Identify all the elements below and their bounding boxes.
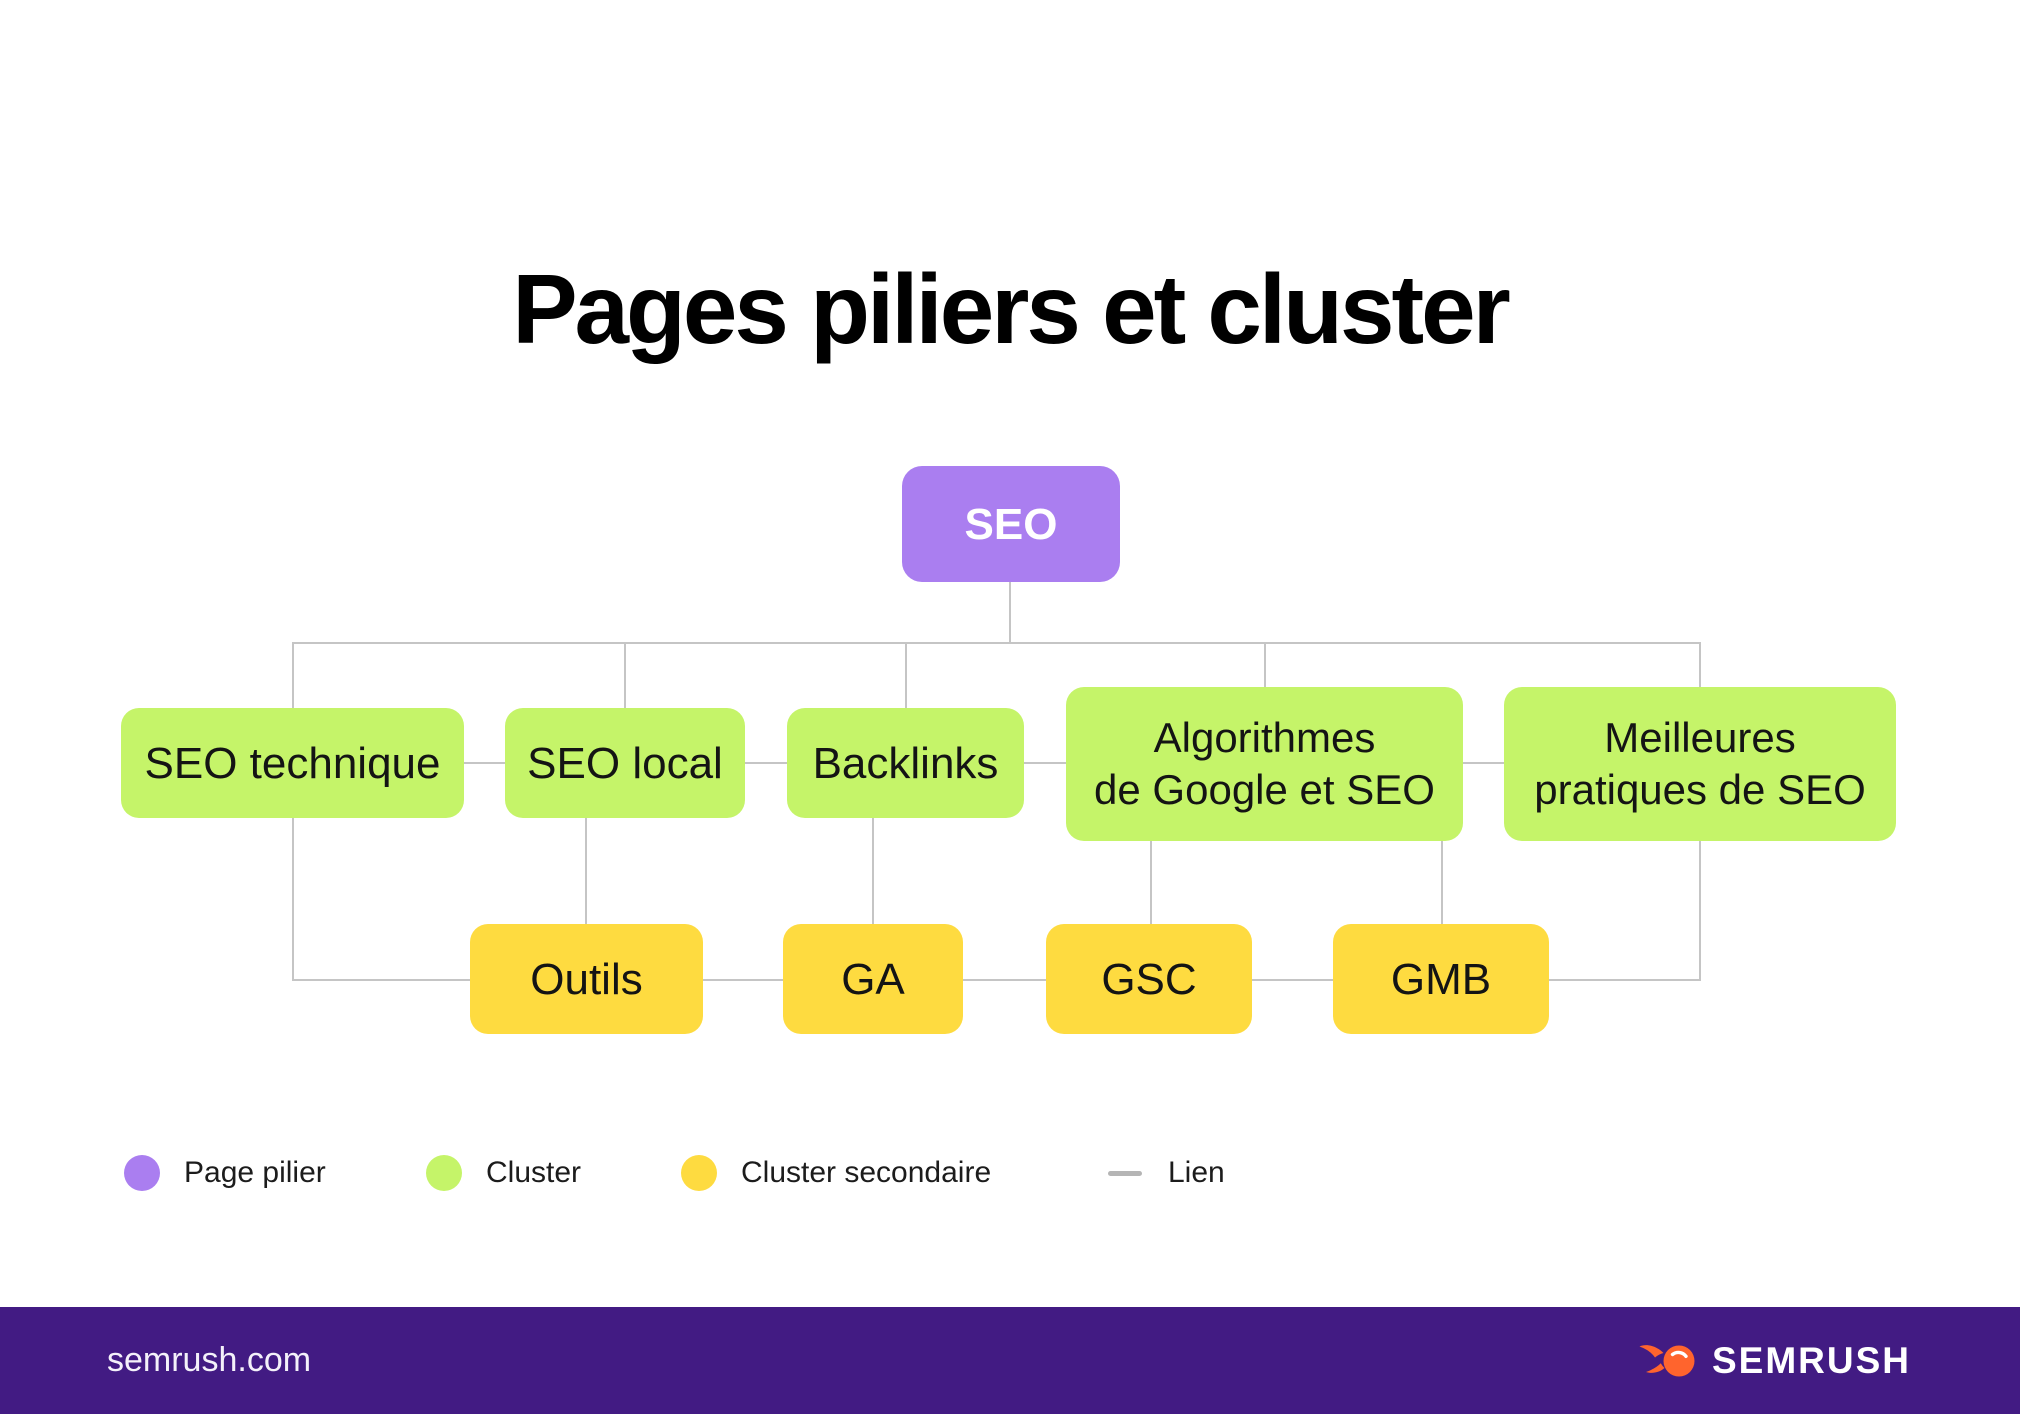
node-meilleures-pratiques-seo: Meilleures pratiques de SEO xyxy=(1504,687,1896,841)
connector-top-bus xyxy=(292,642,1701,644)
page-title: Pages piliers et cluster xyxy=(512,254,1511,364)
legend-swatch-page-pilier xyxy=(124,1155,160,1191)
connector-seo-local-to-outils xyxy=(585,817,587,927)
node-seo-technique-label: SEO technique xyxy=(144,738,441,788)
node-seo-local-label: SEO local xyxy=(527,738,723,788)
node-seo-local: SEO local xyxy=(505,708,745,818)
node-meilleures-label-line2: pratiques de SEO xyxy=(1534,766,1866,813)
footer-site-url: semrush.com xyxy=(107,1341,312,1379)
node-ga-label: GA xyxy=(841,954,905,1004)
connector-drop-seo-local xyxy=(624,644,626,709)
connector-meilleures-to-bottom-bus xyxy=(1699,840,1701,981)
node-ga: GA xyxy=(783,924,963,1034)
legend-item-page-pilier: Page pilier xyxy=(124,1155,326,1191)
connector-algorithmes-to-gsc xyxy=(1150,840,1152,927)
connector-drop-meilleures xyxy=(1699,644,1701,688)
legend-label-cluster-secondaire: Cluster secondaire xyxy=(741,1156,992,1189)
connector-drop-algorithmes xyxy=(1264,644,1266,688)
node-gmb-label: GMB xyxy=(1390,954,1492,1004)
node-gsc-label: GSC xyxy=(1101,954,1197,1004)
node-gsc: GSC xyxy=(1046,924,1252,1034)
semrush-wordmark: SEMRUSH xyxy=(1711,1339,1911,1381)
node-gmb: GMB xyxy=(1333,924,1549,1034)
legend-swatch-cluster xyxy=(426,1155,462,1191)
legend-item-cluster-secondaire: Cluster secondaire xyxy=(681,1155,991,1191)
semrush-logo: SEMRUSH xyxy=(1639,1307,1911,1414)
node-seo-technique: SEO technique xyxy=(121,708,464,818)
node-algorithmes-label-line1: Algorithmes xyxy=(1153,713,1376,761)
legend-swatch-lien xyxy=(1108,1170,1142,1176)
footer-bar: semrush.com SEMRUSH xyxy=(0,1307,2020,1414)
node-outils: Outils xyxy=(470,924,703,1034)
node-outils-label: Outils xyxy=(530,954,643,1004)
connector-backlinks-to-ga xyxy=(872,817,874,927)
connector-drop-seo-technique xyxy=(292,644,294,709)
node-seo: SEO xyxy=(902,466,1120,582)
node-algorithmes-label-line2: de Google et SEO xyxy=(1094,766,1435,813)
legend-item-lien: Lien xyxy=(1108,1155,1225,1191)
connector-bottom-bus xyxy=(292,979,1701,981)
node-seo-label: SEO xyxy=(964,499,1058,549)
connector-algorithmes-to-gmb xyxy=(1441,840,1443,927)
connector-root-drop xyxy=(1009,582,1011,644)
node-backlinks: Backlinks xyxy=(787,708,1024,818)
legend: Page pilier Cluster Cluster secondaire L… xyxy=(0,1155,2020,1191)
legend-item-cluster: Cluster xyxy=(426,1155,581,1191)
node-algorithmes-google-seo: Algorithmes de Google et SEO xyxy=(1066,687,1463,841)
node-backlinks-label: Backlinks xyxy=(812,738,999,788)
connector-drop-backlinks xyxy=(905,644,907,709)
legend-label-cluster: Cluster xyxy=(486,1156,582,1189)
connector-seo-technique-to-bottom-bus xyxy=(292,817,294,981)
legend-label-page-pilier: Page pilier xyxy=(184,1156,326,1189)
legend-label-lien: Lien xyxy=(1168,1156,1225,1189)
legend-swatch-cluster-secondaire xyxy=(681,1155,717,1191)
semrush-flame-icon xyxy=(1639,1344,1695,1376)
node-meilleures-label-line1: Meilleures xyxy=(1604,713,1796,761)
